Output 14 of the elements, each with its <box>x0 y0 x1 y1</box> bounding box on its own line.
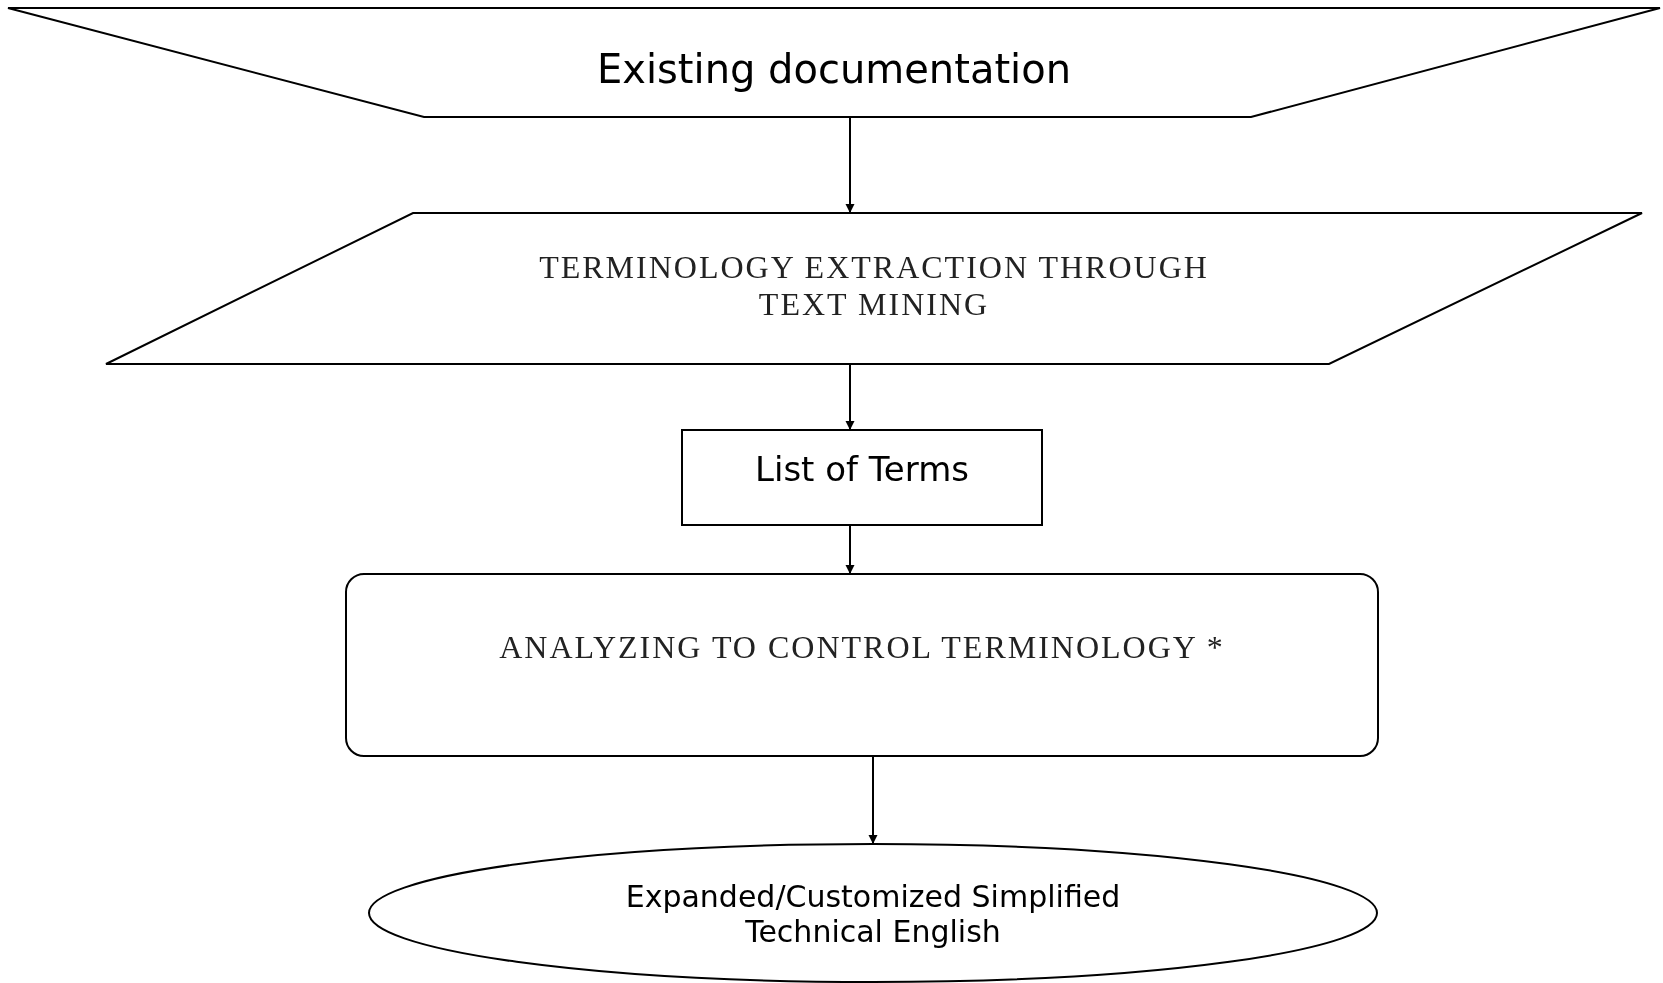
arrow <box>845 524 855 575</box>
node-label: TERMINOLOGY EXTRACTION THROUGH TEXT MINING <box>538 249 1210 323</box>
data-trapezoid <box>8 8 1660 117</box>
arrow <box>845 363 855 431</box>
arrow <box>845 116 855 214</box>
node-label: ANALYZING TO CONTROL TERMINOLOGY * <box>498 629 1226 666</box>
terminal-ellipse <box>369 844 1377 982</box>
io-parallelogram <box>106 213 1642 364</box>
arrow <box>868 755 878 845</box>
node-label: List of Terms <box>754 450 970 490</box>
node-label: Existing documentation <box>595 46 1073 92</box>
process-box <box>682 430 1042 525</box>
node-label: Expanded/Customized Simplified Technical English <box>624 880 1122 949</box>
process-box <box>346 574 1378 756</box>
